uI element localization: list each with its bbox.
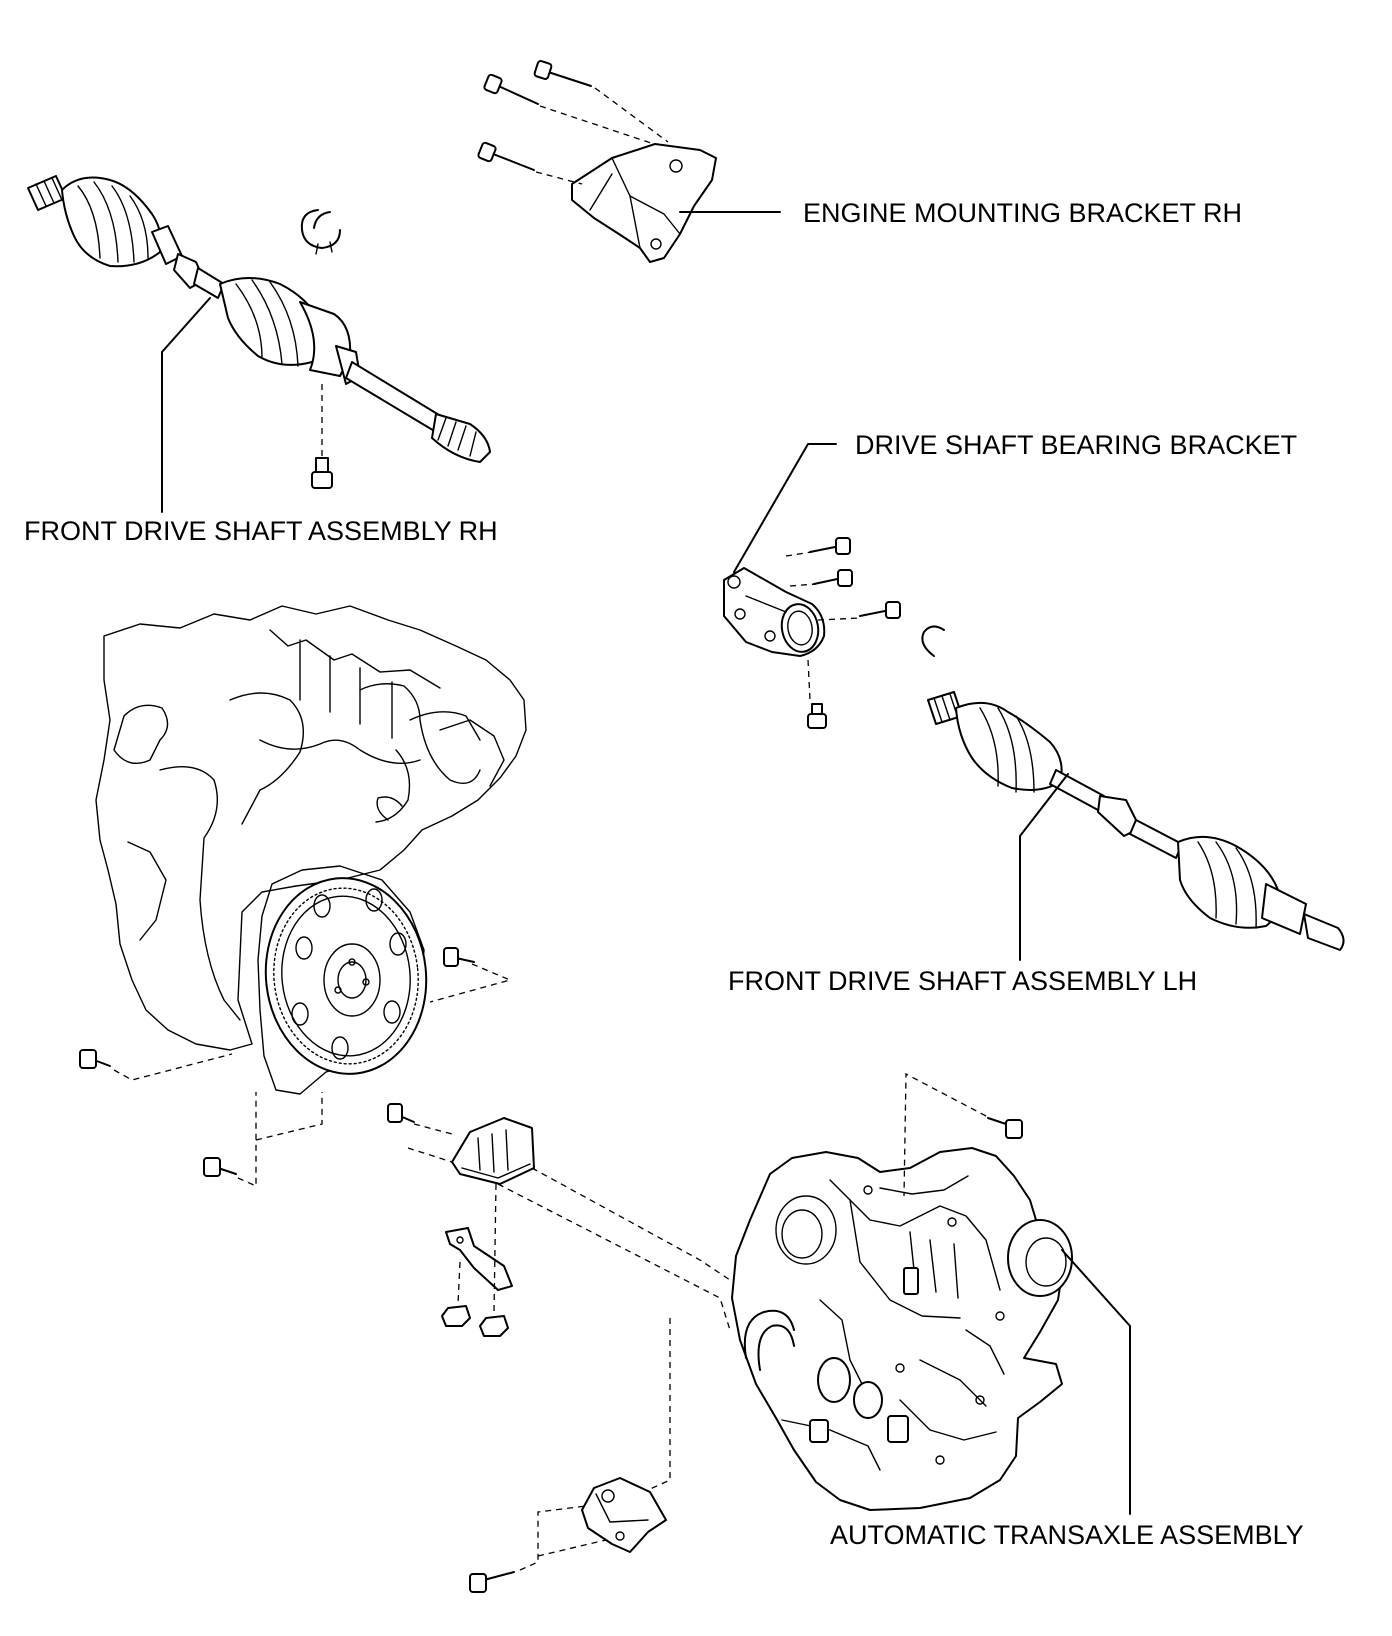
bracket-nut-2 [479, 1315, 509, 1337]
bearing-bracket-bolt-3 [859, 601, 901, 619]
engine-bolt-left [79, 1049, 111, 1069]
shaft-lh-clip [921, 625, 945, 657]
bearing-bracket-bolt-1 [809, 537, 851, 555]
front-drive-shaft-lh [927, 691, 1345, 951]
front-drive-shaft-rh [27, 175, 491, 463]
lower-mount-bracket [581, 1477, 667, 1553]
engine-mounting-bracket-rh [571, 143, 717, 263]
cover-plate [451, 1117, 535, 1185]
shaft-rh-clip [300, 209, 341, 255]
label-engine-mounting-bracket-rh: ENGINE MOUNTING BRACKET RH [803, 198, 1243, 228]
flywheel [257, 865, 428, 1095]
small-bracket [445, 1227, 513, 1291]
label-front-drive-shaft-assembly-lh: FRONT DRIVE SHAFT ASSEMBLY LH [728, 966, 1198, 996]
bearing-bracket-bolt-2 [813, 569, 853, 587]
bearing-bracket-bottom-bolt [807, 703, 827, 729]
bracket-bolt-2 [483, 73, 539, 105]
engine-bolt-lower [203, 1157, 237, 1177]
automatic-transaxle [731, 1147, 1073, 1511]
flywheel-bolt-right [443, 947, 475, 967]
lower-mount-bolt [469, 1571, 515, 1593]
label-automatic-transaxle-assembly: AUTOMATIC TRANSAXLE ASSEMBLY [830, 1520, 1304, 1550]
label-drive-shaft-bearing-bracket: DRIVE SHAFT BEARING BRACKET [855, 430, 1298, 460]
bracket-bolt-3 [477, 141, 535, 171]
engine-block [95, 605, 527, 1051]
drive-shaft-bearing-bracket [723, 567, 826, 657]
cover-bolt [387, 1103, 415, 1123]
bracket-nut-1 [441, 1305, 471, 1327]
label-front-drive-shaft-assembly-rh: FRONT DRIVE SHAFT ASSEMBLY RH [24, 516, 498, 546]
bracket-bolt-1 [533, 60, 592, 87]
shaft-rh-bolt [311, 457, 333, 489]
transaxle-top-bolt [987, 1117, 1023, 1139]
